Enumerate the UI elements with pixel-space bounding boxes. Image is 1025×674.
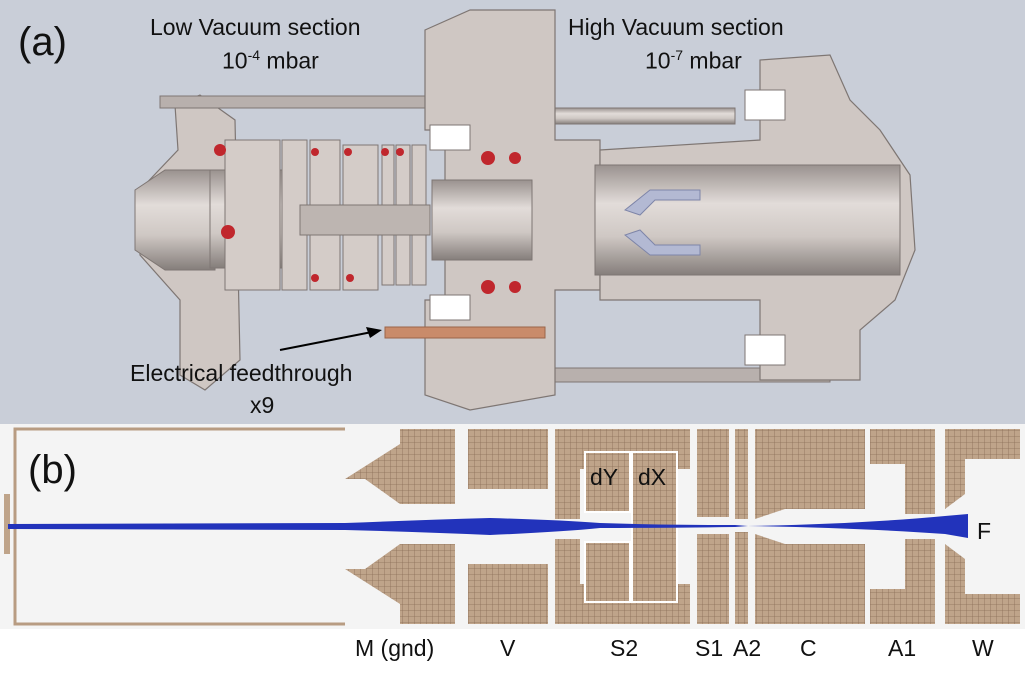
central-cylinder xyxy=(431,179,533,261)
electrode-label-S1: S1 xyxy=(695,635,724,661)
o-rings xyxy=(214,144,521,294)
deflector-dY-bottom xyxy=(584,541,631,603)
low-vacuum-pressure-exponent: -4 xyxy=(247,47,261,63)
label-dY: dY xyxy=(590,464,619,490)
high-vacuum-pressure: 10-7 mbar xyxy=(645,48,742,73)
central-inner-gap-bottom xyxy=(429,294,471,321)
high-vacuum-title: High Vacuum section xyxy=(568,14,784,40)
beam-bore-left xyxy=(299,204,431,236)
electrode-S1-bottom xyxy=(697,534,729,624)
electrode-S2-top-inner xyxy=(555,469,580,519)
electrode-M-top xyxy=(345,429,455,504)
electrode-S2-bottom-inner xyxy=(555,539,580,584)
lens-plate-1 xyxy=(224,139,281,291)
electrode-layout-drawing xyxy=(0,424,1025,629)
electrode-label-V: V xyxy=(500,635,516,661)
panel-b-tag: (b) xyxy=(28,448,77,492)
panel-a-cross-section: (a) Low Vacuum section 10-4 mbar High Va… xyxy=(0,0,1025,424)
electrode-A2-bottom xyxy=(735,532,748,624)
electrode-label-A2: A2 xyxy=(733,635,762,661)
tie-rod-right xyxy=(534,107,736,125)
feedthrough-label-line1: Electrical feedthrough xyxy=(130,360,353,386)
electron-beam xyxy=(8,514,968,538)
cad-cross-section-drawing xyxy=(134,9,916,411)
feedthrough-label-line2: x9 xyxy=(250,392,275,418)
electrical-feedthrough-bar xyxy=(384,326,546,339)
low-vacuum-pressure-base: 10 xyxy=(222,47,248,74)
deflector-plates xyxy=(623,189,701,256)
high-vacuum-unit: mbar xyxy=(683,47,742,74)
right-inner-gap-top xyxy=(744,89,786,121)
electrode-label-M: M (gnd) xyxy=(355,635,435,661)
tie-rod-top xyxy=(159,95,466,109)
electrode-A2-top xyxy=(735,429,748,519)
central-inner-gap-top xyxy=(429,124,471,151)
panel-a-tag: (a) xyxy=(18,20,67,64)
low-vacuum-pressure: 10-4 mbar xyxy=(222,48,319,73)
feedthrough-arrowhead xyxy=(366,327,382,338)
electrode-C-bottom xyxy=(755,534,865,624)
electrode-A1-top-inner xyxy=(905,464,935,514)
panel-b-electrode-simulation: (b) dY dX F M (gnd) V S2 S1 A2 C A1 W xyxy=(0,424,1025,669)
electrode-M-bottom xyxy=(345,544,455,624)
electrode-A1-bottom-inner xyxy=(905,539,935,589)
label-F: F xyxy=(977,518,992,544)
electrode-label-S2: S2 xyxy=(610,635,639,661)
electrode-label-W: W xyxy=(972,635,994,661)
electrode-V-bottom xyxy=(468,564,548,624)
low-vacuum-title: Low Vacuum section xyxy=(150,14,361,40)
high-vacuum-pressure-exponent: -7 xyxy=(670,47,684,63)
electrode-W-bottom xyxy=(945,544,1020,624)
entrance-cone xyxy=(134,169,216,271)
electrode-A1-bottom xyxy=(870,589,935,624)
electrode-A1-top xyxy=(870,429,935,464)
high-vacuum-pressure-base: 10 xyxy=(645,47,671,74)
electrode-label-C: C xyxy=(800,635,817,661)
feedthrough-arrow-line xyxy=(279,331,373,351)
electrode-S1-top xyxy=(697,429,729,517)
electrode-label-A1: A1 xyxy=(888,635,917,661)
low-vacuum-unit: mbar xyxy=(260,47,319,74)
right-drift-tube xyxy=(594,164,901,276)
electrode-V-top xyxy=(468,429,548,489)
deflector-dY xyxy=(584,451,631,513)
electrode-W-top xyxy=(945,429,1020,509)
electrode-C-top xyxy=(755,429,865,519)
label-dX: dX xyxy=(638,464,667,490)
right-inner-gap-bottom xyxy=(744,334,786,366)
source-plate xyxy=(4,494,10,554)
